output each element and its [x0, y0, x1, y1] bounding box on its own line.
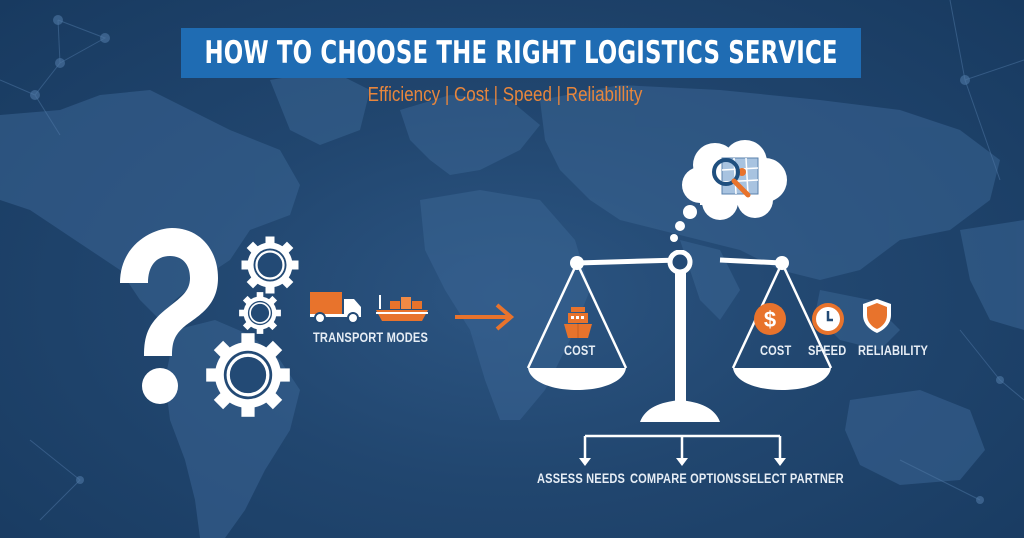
clock-icon [812, 303, 844, 335]
right-pan-cost-label: COST [760, 343, 792, 358]
cargo-ship-icon [376, 295, 428, 321]
subtitle: Efficiency | Cost | Speed | Reliabillity [367, 84, 643, 106]
speed-label: SPEED [808, 343, 847, 358]
transport-modes-label: TRANSPORT MODES [313, 330, 429, 345]
title-banner: HOW TO CHOOSE THE RIGHT LOGISTICS SERVIC… [181, 28, 861, 78]
shield-icon [863, 299, 891, 333]
left-pan-cost-label: COST [564, 343, 596, 358]
dollar-icon: $ [754, 303, 786, 335]
gears-icon [204, 235, 300, 419]
ship-icon [564, 307, 592, 338]
steps-connector [579, 434, 786, 466]
thought-bubble-icon [670, 140, 787, 242]
question-mark-icon [120, 228, 218, 404]
balance-scale-icon [526, 250, 833, 422]
page-title: HOW TO CHOOSE THE RIGHT LOGISTICS SERVIC… [204, 35, 838, 71]
reliability-label: RELIABILITY [858, 343, 929, 358]
svg-text:$: $ [764, 307, 776, 332]
step-assess-needs: ASSESS NEEDS [537, 471, 626, 486]
truck-icon [310, 292, 361, 324]
map-magnifier-icon [712, 157, 759, 198]
step-compare-options: COMPARE OPTIONS [630, 471, 742, 486]
step-select-partner: SELECT PARTNER [742, 471, 844, 486]
arrow-right-icon [455, 303, 515, 331]
